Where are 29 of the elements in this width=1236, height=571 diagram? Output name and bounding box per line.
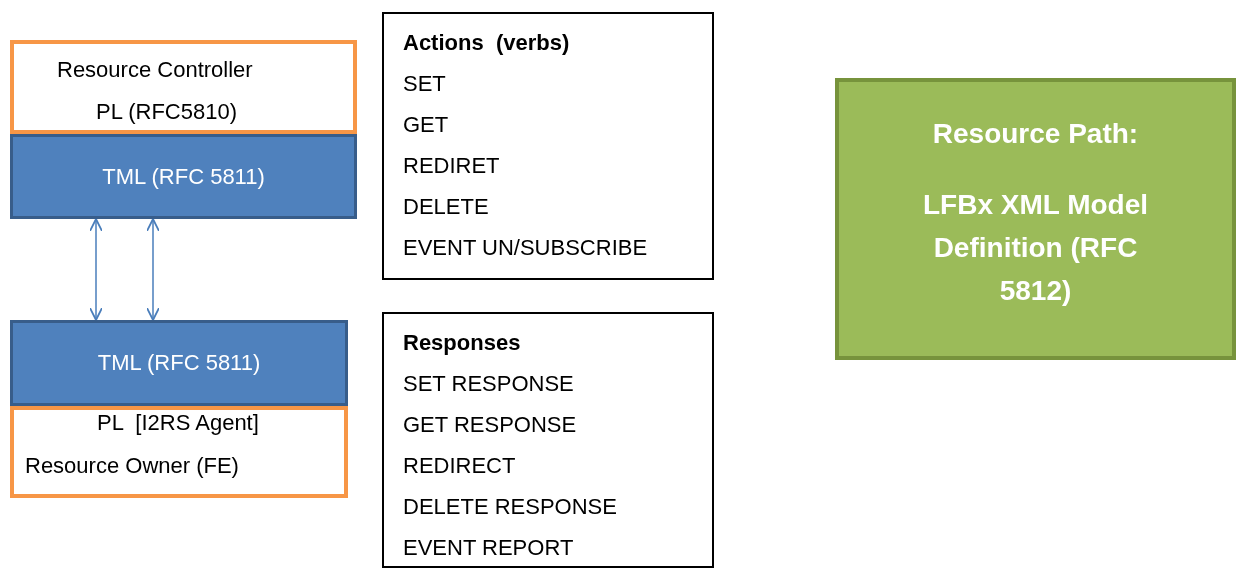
double-arrow <box>89 218 103 321</box>
component-label: Resource Owner (FE) <box>25 453 239 479</box>
list-item: SET <box>403 71 446 96</box>
component-box <box>10 406 348 498</box>
list-item: GET <box>403 112 449 137</box>
component-label: PL [I2RS Agent] <box>97 410 259 436</box>
list-item: DELETE RESPONSE <box>403 494 617 519</box>
definition-text: LFBx XML Model Definition (RFC 5812) <box>921 188 1149 308</box>
component-label: Resource Controller <box>57 57 253 83</box>
list-item: REDIRET <box>403 153 500 178</box>
list-item: DELETE <box>403 194 489 219</box>
double-arrow <box>146 218 160 321</box>
list-heading: Responses <box>403 330 521 355</box>
list-item: SET RESPONSE <box>403 371 574 396</box>
message-list-box <box>382 12 714 280</box>
message-list-box <box>382 312 714 568</box>
protocol-layer-box <box>10 134 357 219</box>
list-item: EVENT REPORT <box>403 535 574 560</box>
list-item: EVENT UN/SUBSCRIBE <box>403 235 648 260</box>
component-label: PL (RFC5810) <box>96 99 237 125</box>
protocol-layer-box <box>10 320 348 406</box>
list-heading: Actions (verbs) <box>403 30 570 55</box>
list-item: REDIRECT <box>403 453 516 478</box>
list-item: GET RESPONSE <box>403 412 577 437</box>
layer-label: TML (RFC 5811) <box>102 163 265 190</box>
definition-box <box>835 78 1236 360</box>
component-box <box>10 40 357 134</box>
definition-heading: Resource Path: <box>931 117 1140 151</box>
layer-label: TML (RFC 5811) <box>97 350 261 376</box>
